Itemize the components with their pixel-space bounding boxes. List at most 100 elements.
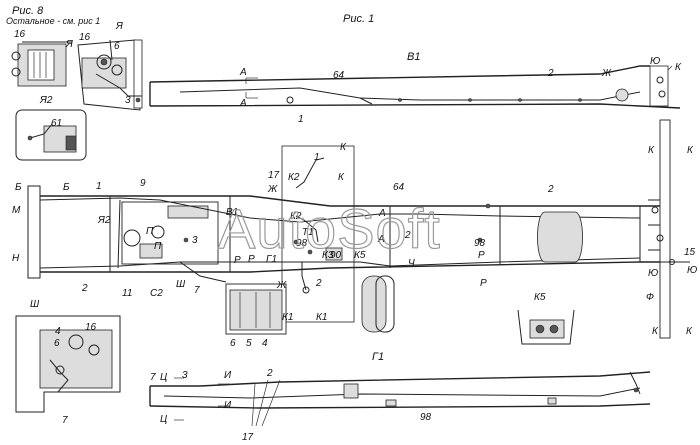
- label-1-plan: 1: [96, 181, 102, 192]
- left-figure-subtitle: Остальное - см. рис 1: [6, 16, 100, 26]
- label-t1: Т1: [302, 227, 314, 238]
- center-figure-title: Рис. 1: [343, 13, 374, 25]
- label-f: Ф: [646, 292, 654, 303]
- label-98-plan-right: 98: [474, 238, 486, 249]
- frame-side-view-v1: [149, 65, 681, 109]
- label-1-v1: 1: [298, 114, 304, 125]
- label-k3: К3: [322, 250, 334, 261]
- inset-ya2: [15, 109, 87, 161]
- label-n: Н: [12, 253, 20, 264]
- label-16-sh: 16: [85, 322, 97, 333]
- inset-sh: [15, 315, 121, 413]
- label-4-sh: 4: [55, 326, 61, 337]
- label-zh-plan: Ж: [267, 184, 278, 195]
- label-2-v1: 2: [547, 68, 554, 79]
- label-ya-section: Я: [65, 39, 73, 50]
- label-r-4: Р: [480, 278, 487, 289]
- label-ya2-view-title: Я2: [39, 95, 53, 106]
- label-r-3: Р: [478, 250, 485, 261]
- frame-side-view-g1: [149, 371, 651, 427]
- label-15: 15: [684, 247, 696, 258]
- label-r-1: Р: [234, 255, 241, 266]
- label-s2: С2: [150, 288, 163, 299]
- label-6-sh: 6: [54, 338, 60, 349]
- label-zh-v1: Ж: [601, 68, 612, 79]
- label-ch: Ч: [408, 258, 415, 269]
- label-a-v1-bottom: А: [239, 98, 247, 109]
- watermark-text: AutoSoft: [218, 197, 441, 260]
- label-sh-view-title: Ш: [30, 299, 40, 310]
- label-k1-left: К1: [282, 312, 293, 323]
- label-16-b: 16: [79, 32, 91, 43]
- label-a-v1-top: А: [239, 67, 247, 78]
- label-a-plan-top: А: [378, 208, 386, 219]
- label-17-g1: 17: [242, 432, 254, 443]
- label-k-top: К: [340, 142, 347, 153]
- label-k-right-3: К: [652, 326, 659, 337]
- label-1-k: 1: [314, 152, 320, 163]
- label-k5-plan: К5: [354, 250, 366, 261]
- label-2-plan-left: 2: [81, 283, 88, 294]
- label-7-g1: 7: [150, 372, 156, 383]
- label-64-v1: 64: [333, 70, 345, 81]
- label-m: М: [12, 205, 21, 216]
- label-k-right-2: К: [687, 145, 694, 156]
- label-ts-bottom: Ц: [160, 414, 167, 425]
- inset-ya-right: [77, 39, 143, 111]
- label-k-right-4: К: [686, 326, 693, 337]
- label-7-plan: 7: [194, 285, 200, 296]
- label-ya2-plan: Я2: [97, 215, 111, 226]
- label-16-a: 16: [14, 29, 26, 40]
- label-k1-right: К1: [316, 312, 327, 323]
- label-61: 61: [51, 118, 62, 129]
- inset-k5: [517, 309, 575, 345]
- label-k2-top: К2: [288, 172, 300, 183]
- label-k-mid: К: [338, 172, 345, 183]
- label-90: 90: [330, 250, 342, 261]
- label-98-plan-left: 98: [296, 238, 308, 249]
- label-i-bottom: И: [224, 400, 232, 411]
- label-4-lower: 4: [262, 338, 268, 349]
- label-7-sh: 7: [62, 415, 68, 426]
- label-sh-plan: Ш: [176, 279, 186, 290]
- label-2-plan-right: 2: [547, 184, 554, 195]
- label-11: 11: [122, 288, 132, 299]
- label-3-g1: 3: [182, 370, 188, 381]
- label-v1-plan: В1: [226, 207, 238, 218]
- label-6-lower: 6: [230, 338, 236, 349]
- label-yu-right-2: Ю: [687, 265, 697, 276]
- label-p-1: П: [146, 226, 154, 237]
- label-p-2: П: [154, 241, 162, 252]
- left-figure-title: Рис. 8: [12, 5, 44, 17]
- label-ya-view-title: Я: [115, 21, 123, 32]
- label-a-plan-bottom: А: [377, 234, 385, 245]
- label-64-plan: 64: [393, 182, 405, 193]
- label-yu-right-1: Ю: [648, 268, 658, 279]
- label-6-a: 6: [114, 41, 120, 52]
- label-2-g1: 2: [266, 368, 273, 379]
- label-v1-view-title: В1: [407, 51, 420, 63]
- label-17-plan: 17: [268, 170, 280, 181]
- inset-ya-left: [11, 41, 72, 87]
- label-i-top: И: [224, 370, 232, 381]
- label-k-v1: К: [675, 62, 682, 73]
- label-3-a: 3: [125, 95, 131, 106]
- label-r-2: Р: [248, 254, 255, 265]
- frame-plan-view: [27, 119, 690, 339]
- label-k2-bottom: К2: [290, 211, 302, 222]
- label-5-lower: 5: [246, 338, 252, 349]
- label-9: 9: [140, 178, 146, 189]
- label-k-right-1: К: [648, 145, 655, 156]
- label-b-left: Б: [15, 182, 22, 193]
- label-2-lower: 2: [315, 278, 322, 289]
- label-98-g1: 98: [420, 412, 432, 423]
- label-yu-v1: Ю: [650, 56, 660, 67]
- label-3-plan: 3: [192, 235, 198, 246]
- label-2-plan-mid: 2: [404, 230, 411, 241]
- label-g1-view-title: Г1: [372, 351, 384, 363]
- label-zh-lower: Ж: [276, 280, 287, 291]
- label-g1-plan: Г1: [266, 254, 277, 265]
- label-ts-top: Ц: [160, 372, 167, 383]
- label-b-right: Б: [63, 182, 70, 193]
